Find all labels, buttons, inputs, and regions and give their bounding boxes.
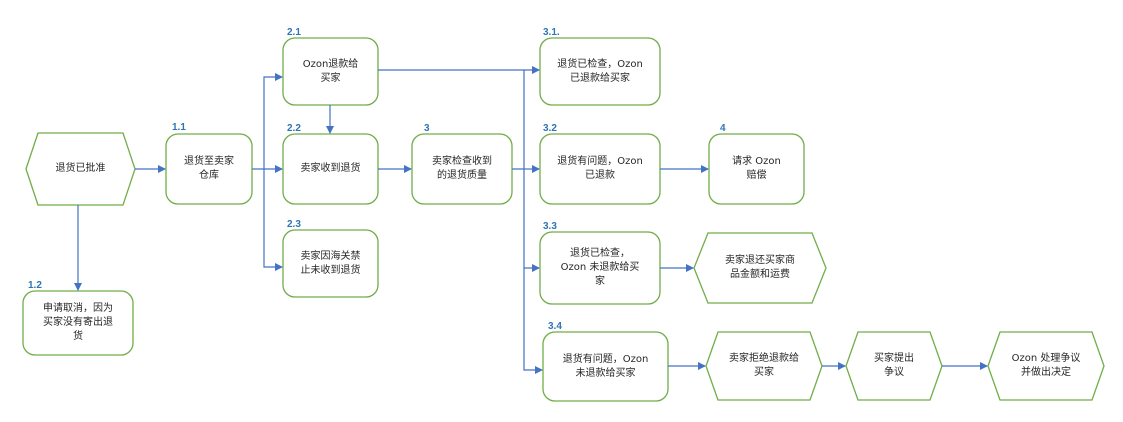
node-approved-shape xyxy=(25,132,136,206)
connector-3-to-3-3 xyxy=(523,169,540,272)
step-number-3-1: 3.1. xyxy=(543,27,560,38)
node-3-1-shape xyxy=(539,37,661,106)
connector-3-to-3-4 xyxy=(523,268,543,374)
step-number-3: 3 xyxy=(424,123,430,134)
step-number-3-2: 3.2 xyxy=(543,123,557,134)
node-1-2-label: 申请取消，因为 买家没有寄出退 货 xyxy=(43,303,113,342)
node-3-4-refuse-label: 卖家拒绝退款给 买家 xyxy=(729,353,799,378)
node-4-shape xyxy=(708,133,805,205)
step-number-1-2: 1.2 xyxy=(28,280,42,291)
node-1-2-shape xyxy=(22,290,134,356)
node-3-4-label: 退货有问题，Ozon 未退款给买家 xyxy=(562,353,649,379)
node-3-1-label: 退货已检查，Ozon 已退款给买家 xyxy=(557,58,643,84)
step-number-2-1: 2.1 xyxy=(287,27,301,38)
node-3-4-refuse-shape xyxy=(705,331,823,401)
node-2-3-label: 卖家因海关禁 止未收到退货 xyxy=(300,250,361,276)
step-number-2-2: 2.2 xyxy=(287,123,301,134)
connector-3-branch-trunk xyxy=(512,70,525,170)
step-number-3-3: 3.3 xyxy=(543,221,557,232)
node-2-3-shape xyxy=(282,229,379,298)
node-3-4-dispute-label: 买家提出 争议 xyxy=(874,353,914,378)
node-3-3-result-shape xyxy=(693,232,827,304)
step-number-4: 4 xyxy=(720,123,726,134)
node-approved-label: 退货已批准 xyxy=(55,163,106,174)
node-3-2-label: 退货有问题，Ozon 已退款 xyxy=(557,156,643,181)
step-number-2-3: 2.3 xyxy=(287,219,301,230)
node-3-3-result-label: 卖家退还买家商 品金额和运费 xyxy=(725,255,795,280)
node-2-2-label: 卖家收到退货 xyxy=(300,163,361,174)
node-3-label: 卖家检查收到 的退货质量 xyxy=(432,156,492,181)
node-3-4-dispute-shape xyxy=(845,331,943,401)
node-1-1-label: 退货至卖家 仓库 xyxy=(184,156,234,181)
node-4-label: 请求 Ozon 赔偿 xyxy=(732,156,781,181)
connector-1-1-to-2-3 xyxy=(263,169,283,271)
node-3-4-decision-shape xyxy=(987,331,1105,401)
step-number-3-4: 3.4 xyxy=(548,321,562,332)
connector-1-1-to-2-1 xyxy=(263,73,283,169)
step-number-1-1: 1.1 xyxy=(172,122,186,133)
node-3-4-decision-label: Ozon 处理争议 并做出决定 xyxy=(1011,353,1081,378)
node-2-1-label: Ozon退款给 买家 xyxy=(302,58,359,84)
node-3-3-label: 退货已检查， Ozon 未退款给买 家 xyxy=(560,248,640,287)
